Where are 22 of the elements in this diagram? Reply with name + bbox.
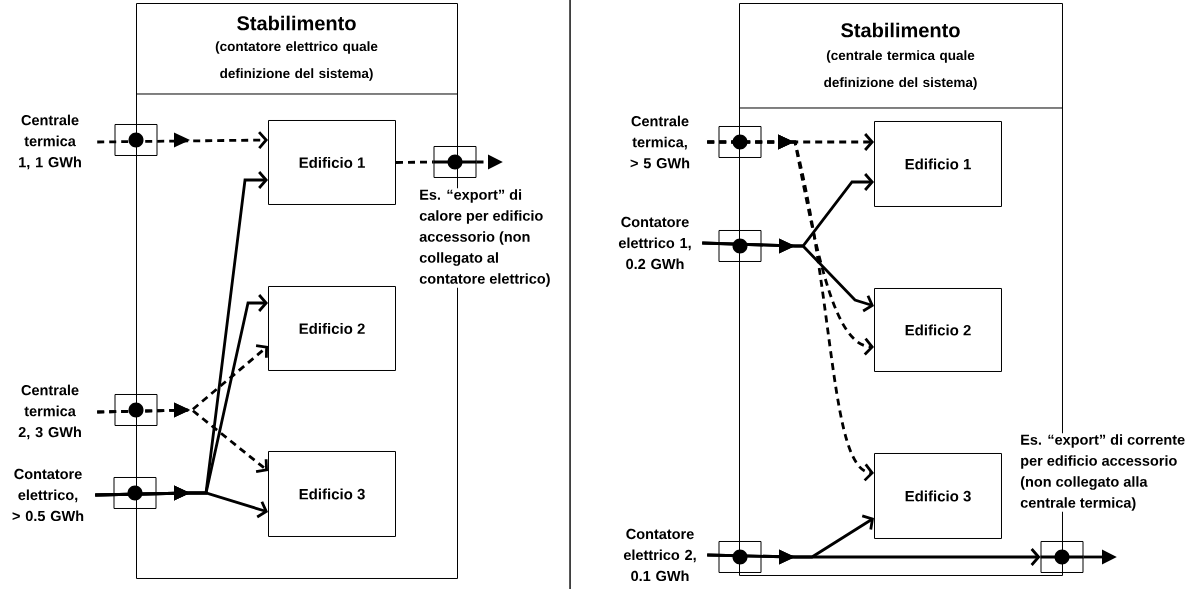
building-box: Edificio 2 xyxy=(268,286,396,371)
meter-symbol xyxy=(1040,541,1084,573)
building-box: Edificio 3 xyxy=(874,453,1002,539)
arrow xyxy=(97,131,268,149)
meter-label: Centrale termica 2, 3 GWh xyxy=(18,384,81,440)
building-box: Edificio 1 xyxy=(874,121,1002,207)
building-box: Edificio 3 xyxy=(268,451,396,537)
meter-label: Centrale termica, > 5 GWh xyxy=(630,115,690,169)
arrow xyxy=(707,134,874,482)
note-text: Es. “export” di calore per edificio accessorio (non collegato al contatore elettrico) xyxy=(418,188,569,288)
meter-label: Contatore elettrico 2, 0.1 GWh xyxy=(623,528,696,582)
building-box: Edificio 1 xyxy=(268,120,396,205)
arrow xyxy=(707,548,1041,566)
meter-symbol xyxy=(433,146,477,178)
meter-label: Contatore elettrico, > 0.5 GWh xyxy=(12,468,84,522)
meter-label: Centrale termica 1, 1 GWh xyxy=(19,114,81,170)
arrow xyxy=(702,238,874,313)
building-box: Edificio 2 xyxy=(874,288,1002,372)
meter-label: Contatore elettrico 1, 0.2 GWh xyxy=(618,216,691,270)
note-text: Es. “export” di corrente per edificio accessorio (non collegato alla centrale termica) xyxy=(1019,433,1200,512)
arrow xyxy=(97,402,268,474)
arrow xyxy=(95,485,268,519)
